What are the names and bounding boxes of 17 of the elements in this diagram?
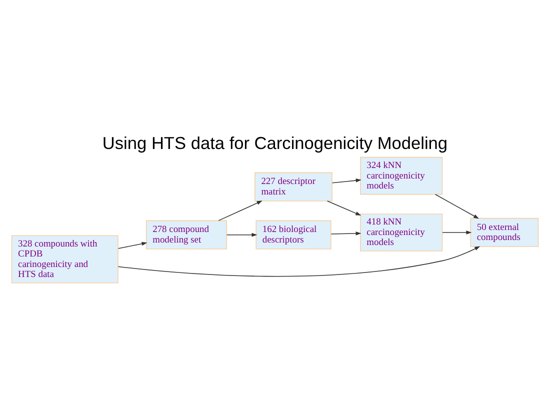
diagram-title: Using HTS data for Carcinogenicity Modeling [102, 132, 448, 153]
arrow [332, 178, 362, 183]
arrow [434, 193, 480, 218]
node-box: 418 kNN carcinogenicity models [360, 213, 443, 251]
node-box: 50 external compounds [470, 217, 539, 247]
node-box: 162 biological descriptors [256, 220, 332, 249]
node-box: 324 kNN carcinogenicity models [360, 156, 443, 194]
arrow [442, 230, 472, 234]
node-box: 227 descriptor matrix [254, 172, 332, 201]
arrow [326, 200, 362, 216]
arrow [330, 231, 362, 235]
arrow [118, 241, 148, 248]
arrow [118, 246, 480, 276]
node-box: 328 compounds with CPDB carinogenicity and HTS data [11, 234, 118, 283]
arrow [226, 232, 258, 236]
node-box: 278 compound modeling set [146, 220, 227, 249]
arrow [218, 200, 262, 220]
